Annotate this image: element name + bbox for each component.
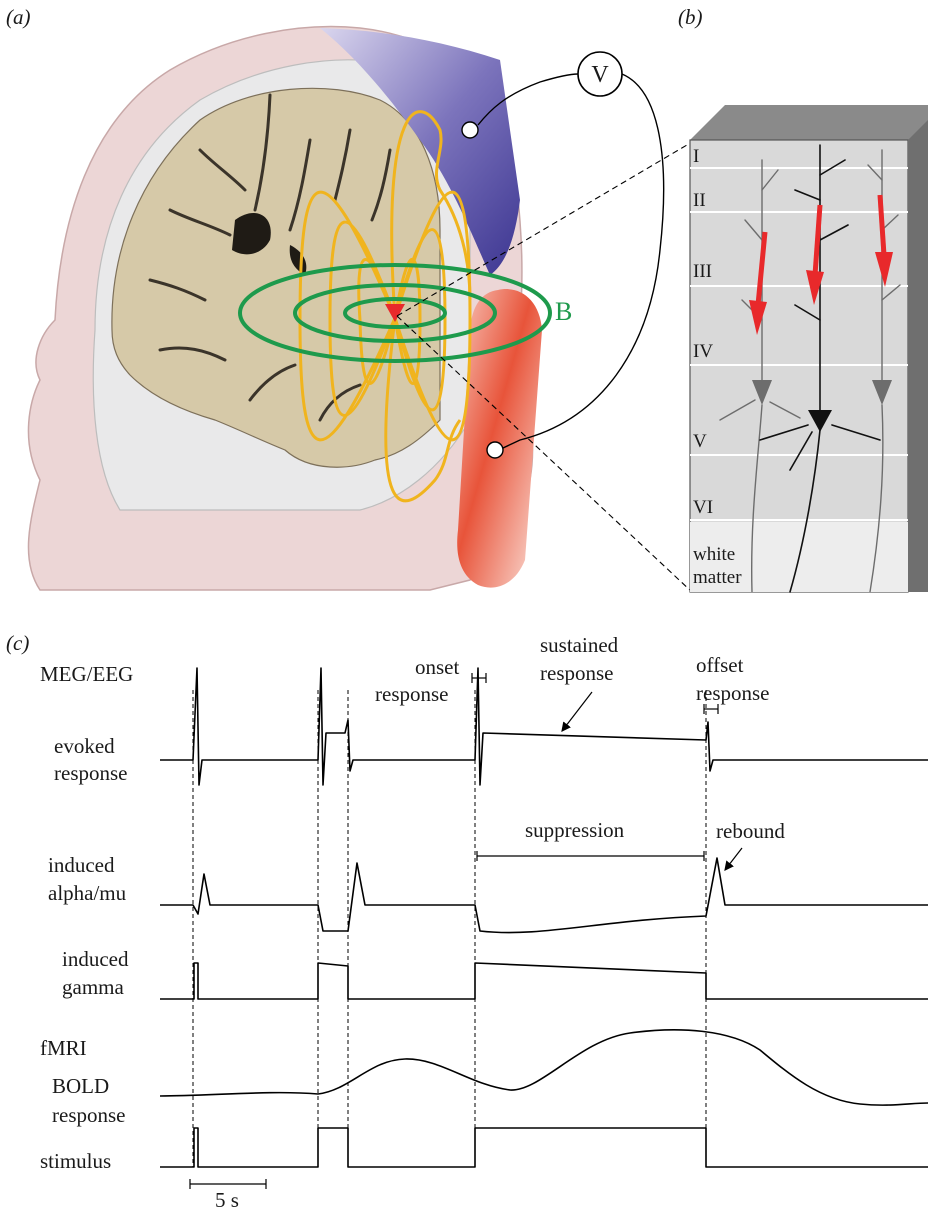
layer-label: V	[693, 431, 707, 452]
layer-label: III	[693, 261, 712, 282]
white-matter-label: white	[693, 544, 735, 565]
bold-label: response	[52, 1103, 125, 1127]
alpha-label: alpha/mu	[48, 881, 127, 905]
layer-label: I	[693, 146, 699, 167]
bold-response-trace	[160, 1030, 928, 1105]
alpha-label: induced	[48, 853, 115, 877]
event-markers	[193, 690, 706, 1167]
suppression-label: suppression	[525, 818, 625, 842]
layer-label: VI	[693, 497, 713, 518]
rebound-pointer	[725, 848, 742, 870]
onset-label: onset	[415, 655, 459, 679]
panel-a-label: (a)	[6, 5, 31, 29]
cortex-block-top	[690, 105, 928, 140]
white-matter-label: matter	[693, 567, 742, 588]
time-scale-label: 5 s	[215, 1188, 239, 1209]
rebound-label: rebound	[716, 819, 785, 843]
panel-a: (a)	[6, 5, 692, 592]
sustained-label: response	[540, 661, 613, 685]
evoked-label: evoked	[54, 734, 115, 758]
offset-label: response	[696, 681, 769, 705]
alpha-mu-trace	[160, 858, 928, 933]
electrode-bottom	[487, 442, 503, 458]
meg-eeg-header: MEG/EEG	[40, 662, 133, 686]
stimulus-trace	[160, 1128, 928, 1167]
cortex-block-side	[908, 120, 928, 592]
bold-label: BOLD	[52, 1074, 109, 1098]
layer-label: IV	[693, 341, 713, 362]
offset-label: offset	[696, 653, 744, 677]
onset-label: response	[375, 682, 448, 706]
layer-label: II	[693, 190, 706, 211]
sustained-pointer	[562, 692, 592, 731]
fmri-label: fMRI	[40, 1036, 87, 1060]
magnetic-field-label: B	[555, 297, 572, 326]
panel-b: (b)	[678, 5, 928, 592]
gamma-label: gamma	[62, 975, 124, 999]
evoked-label: response	[54, 761, 127, 785]
voltmeter-label: V	[591, 62, 609, 88]
sustained-label: sustained	[540, 633, 619, 657]
panel-b-label: (b)	[678, 5, 703, 29]
electrode-top	[462, 122, 478, 138]
evoked-response-trace	[160, 668, 928, 785]
panel-c-label: (c)	[6, 631, 29, 655]
gamma-trace	[160, 963, 928, 999]
suppression-bracket	[477, 851, 704, 861]
panel-c: (c) MEG/EEG evoked response induced alph…	[6, 631, 928, 1209]
stimulus-label: stimulus	[40, 1149, 111, 1173]
gamma-label: induced	[62, 947, 129, 971]
